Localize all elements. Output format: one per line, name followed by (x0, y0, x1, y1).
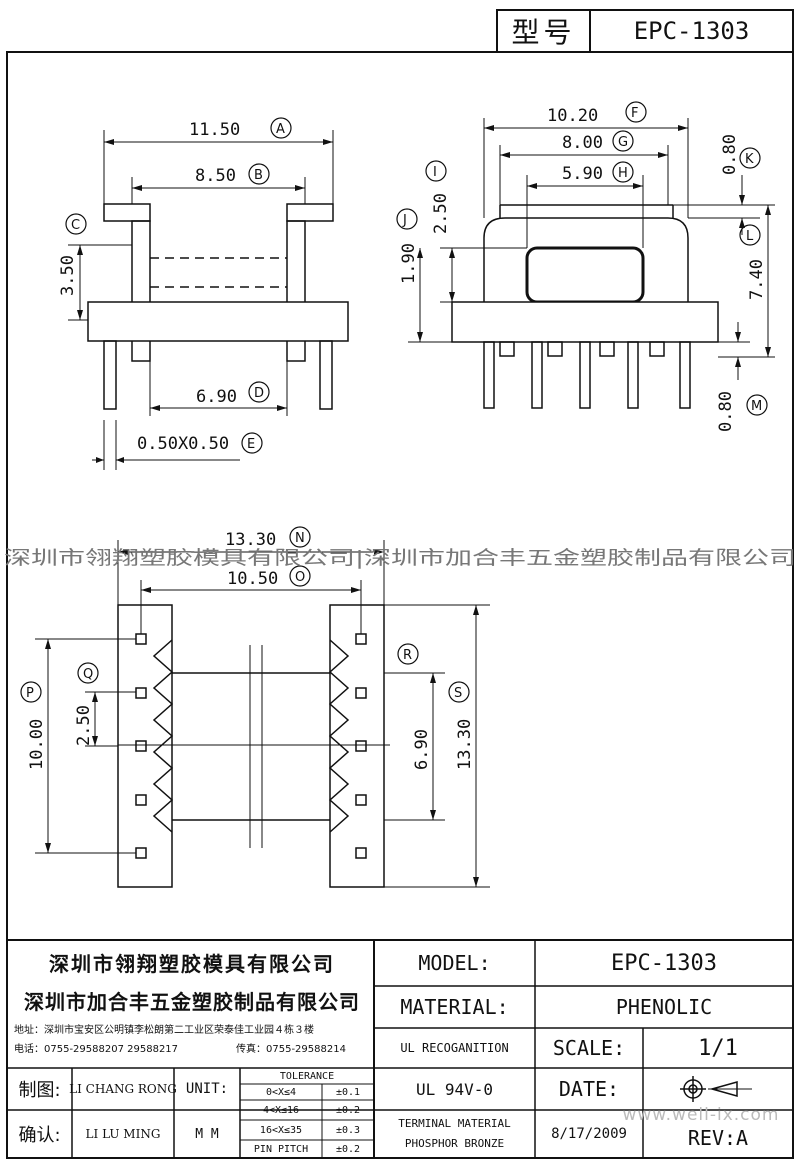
date-label: DATE: (558, 1077, 620, 1101)
ul-value: UL 94V-0 (415, 1079, 494, 1099)
dim-F-value: 10.20 (547, 106, 598, 126)
dim-J-value: 1.90 (399, 243, 419, 284)
dim-H-value: 5.90 (562, 164, 603, 184)
callout-M: M (751, 399, 762, 414)
callout-P: P (26, 686, 34, 701)
tolerance-value: ±0.3 (335, 1124, 361, 1136)
callout-S: S (454, 686, 462, 701)
title-block-lines (7, 939, 793, 1158)
top-view (35, 540, 490, 888)
callout-J: J (402, 213, 407, 228)
unit-label: UNIT: (185, 1081, 229, 1097)
callout-K: K (745, 152, 754, 167)
terminal-material-value: PHOSPHOR BRONZE (404, 1136, 505, 1150)
callout-G: G (618, 135, 628, 150)
dim-B-value: 8.50 (195, 166, 236, 186)
drawn-by-name: LI CHANG RONG (69, 1082, 177, 1096)
callout-B: B (254, 168, 263, 183)
tolerance-header: TOLERANCE (279, 1070, 335, 1082)
unit-value: M M (195, 1126, 219, 1142)
drawn-by-label: 制图: (18, 1080, 61, 1101)
dim-P-value: 10.00 (27, 719, 47, 770)
side-view (408, 118, 775, 409)
dim-K-value: 0.80 (720, 134, 740, 175)
dim-D-value: 6.90 (196, 387, 237, 407)
tolerance-value: ±0.1 (335, 1086, 361, 1098)
front-view (68, 130, 349, 470)
dim-A-value: 11.50 (189, 120, 240, 140)
callout-R: R (403, 648, 412, 663)
header-model-value: EPC-1303 (633, 17, 750, 45)
dim-R-value: 6.90 (412, 729, 432, 770)
callout-I: I (433, 165, 437, 180)
dim-E-value: 0.50X0.50 (137, 434, 229, 454)
callout-C: C (71, 218, 80, 233)
callout-A: A (276, 122, 285, 137)
dim-I-value: 2.50 (431, 193, 451, 234)
tolerance-value: ±0.2 (335, 1143, 361, 1155)
dim-L-value: 7.40 (747, 259, 767, 300)
model-value: EPC-1303 (611, 950, 717, 976)
scale-label: SCALE: (552, 1036, 626, 1060)
date-value: 8/17/2009 (551, 1126, 627, 1142)
tolerance-range: 16<X≤35 (259, 1124, 303, 1136)
site-watermark: www.well-ix.com (622, 1105, 780, 1125)
dim-G-value: 8.00 (562, 133, 603, 153)
callout-N: N (295, 531, 305, 546)
dim-Q-value: 2.50 (74, 705, 94, 746)
material-label: MATERIAL: (400, 995, 509, 1019)
company-fax: 传真：0755-29588214 (236, 1043, 346, 1055)
dim-C-value: 3.50 (58, 255, 78, 296)
terminal-material-label: TERMINAL MATERIAL (398, 1116, 511, 1130)
company-name-2: 深圳市加合丰五金塑胶制品有限公司 (24, 989, 360, 1014)
dim-S-value: 13.30 (455, 719, 475, 770)
dim-O-value: 10.50 (227, 569, 278, 589)
revision-label: REV:A (687, 1126, 749, 1150)
header-box (496, 9, 794, 53)
tolerance-value: ±0.2 (335, 1104, 361, 1116)
company-name-1: 深圳市翎翔塑胶模具有限公司 (49, 951, 335, 976)
model-label: MODEL: (418, 951, 491, 975)
company-phone: 电话：0755-29588207 29588217 (14, 1043, 179, 1055)
tolerance-range: 0<X≤4 (265, 1086, 297, 1098)
projection-symbol-icon (680, 1076, 752, 1102)
callout-D: D (254, 386, 264, 401)
watermark-text: 深圳市翎翔塑胶模具有限公司|深圳市加合丰五金塑胶制品有限公司 (4, 547, 796, 569)
material-value: PHENOLIC (615, 995, 713, 1019)
ul-label: UL RECOGANITION (400, 1041, 509, 1055)
callout-O: O (295, 570, 305, 585)
tolerance-range: 4<X≤16 (262, 1104, 300, 1116)
callout-F: F (631, 106, 638, 121)
callout-Q: Q (83, 667, 93, 682)
drawing-border (6, 51, 794, 1159)
callout-H: H (618, 166, 628, 181)
dim-N-value: 13.30 (225, 530, 276, 550)
tolerance-range: PIN PITCH (253, 1143, 309, 1155)
checked-by-label: 确认: (18, 1125, 61, 1146)
company-address: 地址：深圳市宝安区公明镇李松朗第二工业区荣泰佳工业园４栋３楼 (14, 1024, 314, 1036)
scale-value: 1/1 (698, 1035, 738, 1061)
checked-by-name: LI LU MING (85, 1127, 161, 1141)
callout-E: E (247, 437, 255, 452)
callout-L: L (746, 229, 754, 244)
dim-M-value: 0.80 (716, 391, 736, 432)
header-model-label: 型号 (511, 16, 576, 49)
